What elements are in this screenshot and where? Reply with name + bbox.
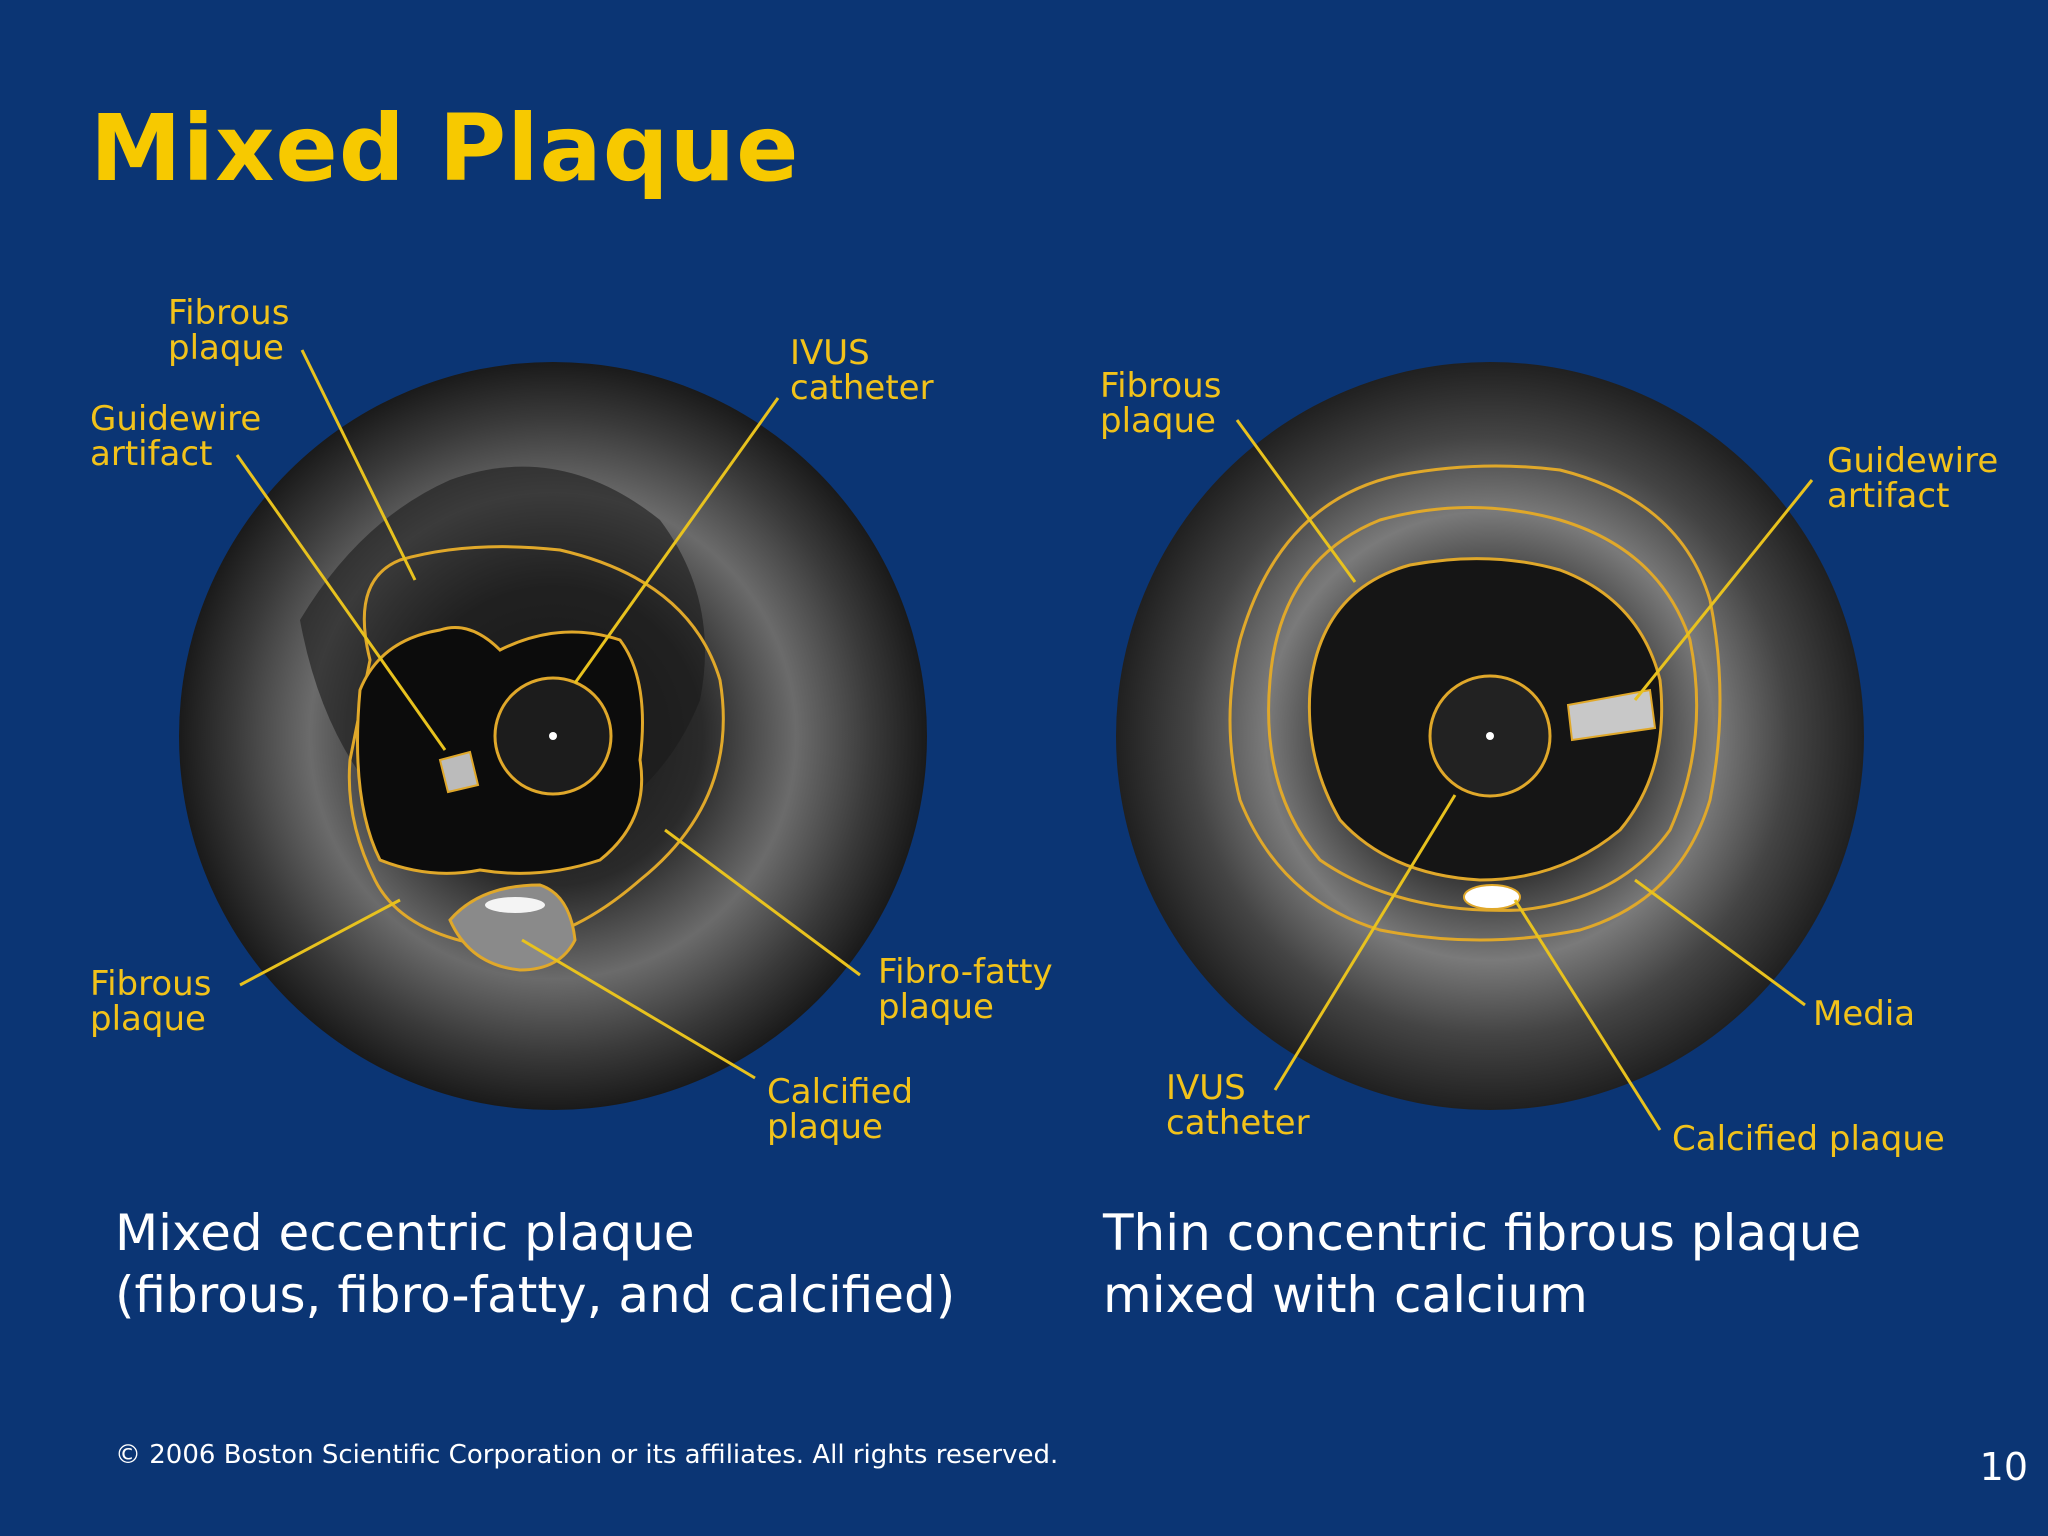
label-left-fibrous-bottom: Fibrous plaque <box>90 964 212 1039</box>
copyright-footer: © 2006 Boston Scientific Corporation or … <box>115 1440 1059 1470</box>
right-calcium <box>1463 884 1521 910</box>
right-outer-outline <box>1228 464 1722 942</box>
label-right-media: Media <box>1813 994 1916 1034</box>
left-guidewire-artifact <box>438 750 480 794</box>
label-right-calcified: Calcified plaque <box>1672 1119 1945 1159</box>
right-guidewire-artifact <box>1566 688 1657 742</box>
right-media-outline <box>1267 506 1699 912</box>
label-right-guidewire: Guidewire artifact <box>1827 441 1999 516</box>
page-number: 10 <box>1979 1445 2028 1489</box>
label-left-ivus: IVUS catheter <box>790 333 934 408</box>
left-ivus-image <box>179 362 927 1110</box>
label-left-fibrous-top: Fibrous plaque <box>168 293 290 368</box>
label-right-ivus: IVUS catheter <box>1166 1068 1310 1143</box>
caption-left: Mixed eccentric plaque (fibrous, fibro-f… <box>115 1204 956 1324</box>
pointer-lines <box>235 349 1814 1131</box>
label-left-fibro-fatty: Fibro-fatty plaque <box>878 952 1053 1027</box>
label-left-guidewire: Guidewire artifact <box>90 399 262 474</box>
left-vessel-outline <box>347 545 725 947</box>
label-left-calcified: Calcified plaque <box>767 1072 914 1147</box>
caption-right: Thin concentric fibrous plaque mixed wit… <box>1103 1204 1862 1324</box>
right-ivus-image <box>1116 362 1864 1110</box>
label-right-fibrous: Fibrous plaque <box>1100 366 1222 441</box>
slide-title: Mixed Plaque <box>90 95 800 202</box>
